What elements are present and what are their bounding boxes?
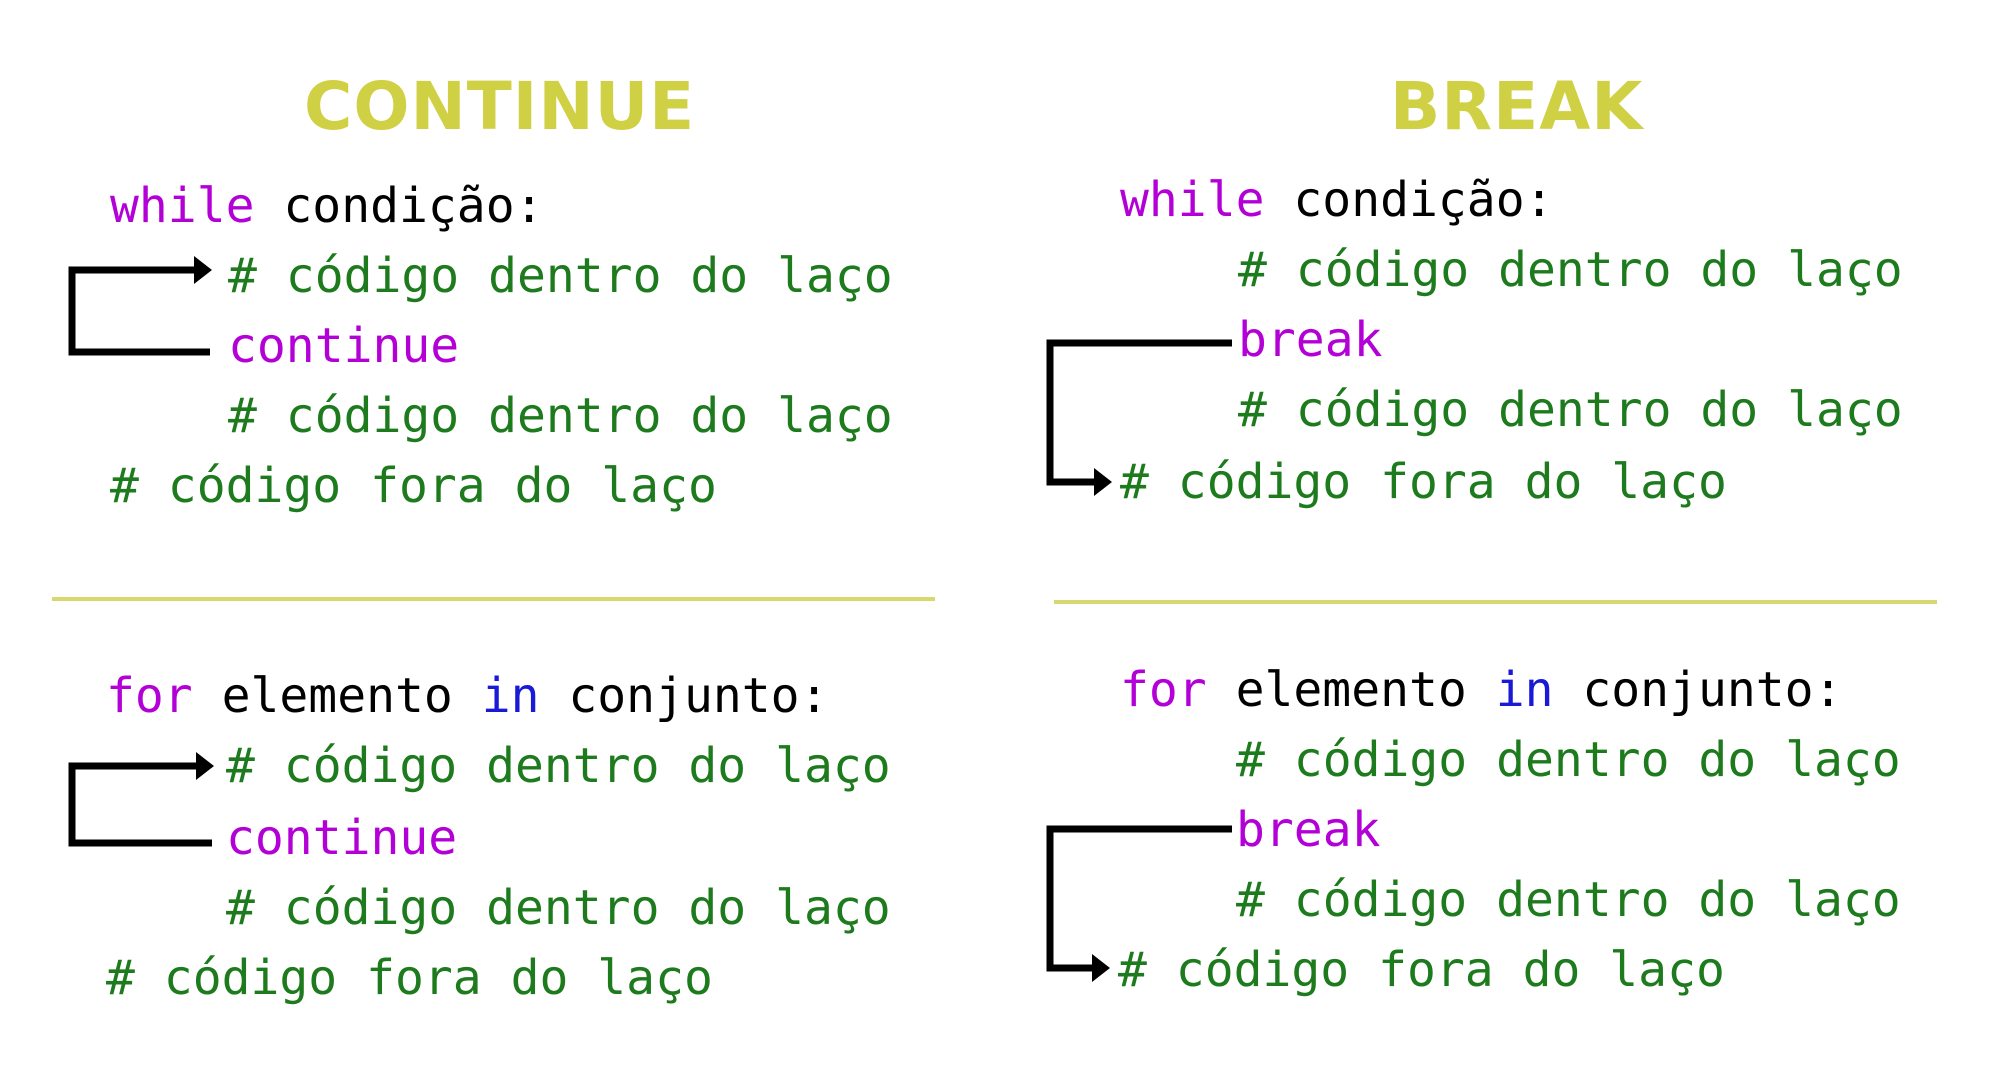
break-heading: BREAK (1390, 68, 1644, 145)
collection-text: conjunto: (539, 668, 829, 724)
break-while-inside-2: # código dentro do laço (1238, 382, 1903, 438)
condition-text: condição: (254, 178, 544, 234)
keyword-while: while (110, 178, 255, 234)
keyword-for: for (106, 668, 193, 724)
collection-text: conjunto: (1553, 662, 1843, 718)
continue-while-outside: # código fora do laço (110, 458, 717, 514)
continue-for-inside-2: # código dentro do laço (226, 880, 891, 936)
divider-continue (52, 597, 935, 601)
keyword-continue: continue (228, 318, 460, 374)
continue-while-header: while condição: (110, 176, 543, 236)
continue-heading: CONTINUE (304, 68, 696, 145)
continue-while-keyword-line: continue (228, 316, 459, 376)
break-for-inside-2: # código dentro do laço (1236, 872, 1901, 928)
keyword-break: break (1236, 802, 1381, 858)
break-for-inside-1: # código dentro do laço (1236, 732, 1901, 788)
continue-while-inside-1: # código dentro do laço (228, 248, 893, 304)
break-for-outside: # código fora do laço (1118, 942, 1725, 998)
break-while-outside: # código fora do laço (1120, 454, 1727, 510)
keyword-continue: continue (226, 810, 458, 866)
break-for-keyword-line: break (1236, 800, 1381, 860)
continue-for-outside: # código fora do laço (106, 950, 713, 1006)
keyword-for: for (1120, 662, 1207, 718)
continue-for-inside-1: # código dentro do laço (226, 738, 891, 794)
keyword-in: in (481, 668, 540, 724)
element-text: elemento (1206, 662, 1496, 718)
break-for-header: for elemento in conjunto: (1120, 660, 1842, 720)
continue-for-header: for elemento in conjunto: (106, 666, 828, 726)
break-while-header: while condição: (1120, 170, 1553, 230)
divider-break (1054, 600, 1937, 604)
keyword-in: in (1495, 662, 1554, 718)
continue-while-inside-2: # código dentro do laço (228, 388, 893, 444)
keyword-while: while (1120, 172, 1265, 228)
keyword-break: break (1238, 312, 1383, 368)
element-text: elemento (192, 668, 482, 724)
break-while-inside-1: # código dentro do laço (1238, 242, 1903, 298)
condition-text: condição: (1264, 172, 1554, 228)
continue-for-keyword-line: continue (226, 808, 457, 868)
break-while-keyword-line: break (1238, 310, 1383, 370)
